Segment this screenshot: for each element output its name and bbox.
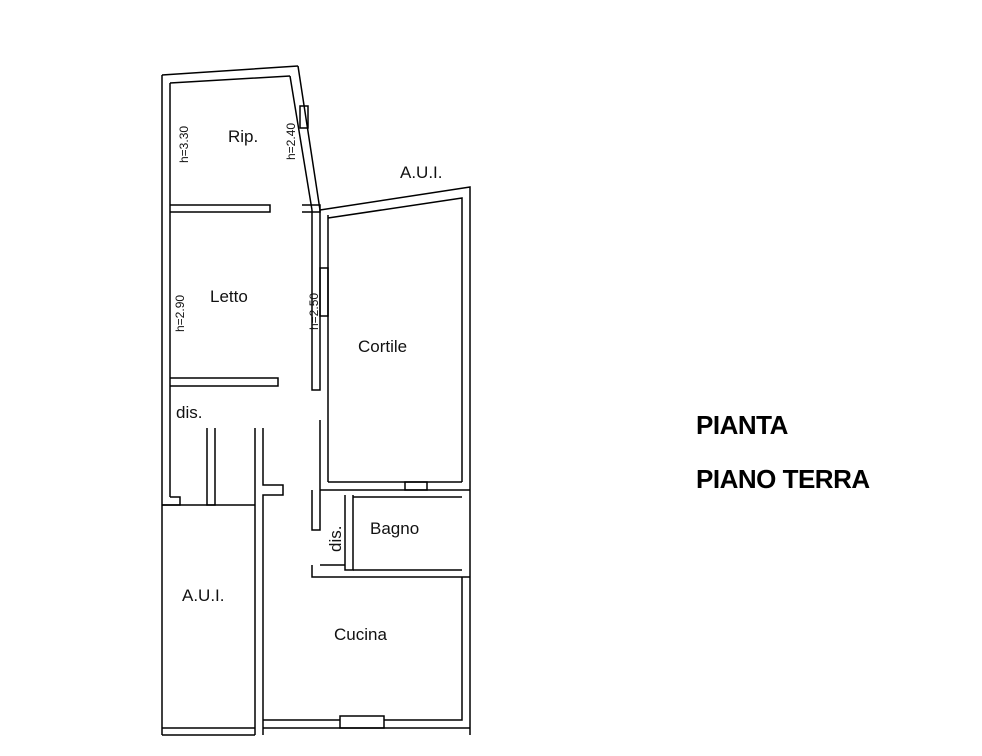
height-rip-right: h=2.40: [284, 123, 298, 160]
bagno-bottom-wall: [311, 564, 470, 578]
room-rip-label: Rip.: [228, 127, 258, 146]
room-cortile-label: Cortile: [358, 337, 407, 356]
height-rip-left: h=3.30: [177, 126, 191, 163]
cortile-bottom-wall: [320, 481, 470, 491]
cucina-door: [339, 715, 385, 729]
rip-window: [299, 105, 309, 129]
letto-dis-wall: [170, 377, 279, 387]
room-dis-bagno-label: dis.: [326, 526, 345, 552]
cortile-window: [404, 481, 428, 491]
outer-wall-bottom: [162, 577, 470, 736]
rip-letto-wall-right: [302, 204, 321, 213]
room-letto-label: Letto: [210, 287, 248, 306]
room-aui-bottom-label: A.U.I.: [182, 586, 225, 605]
plan-title-line2: PIANO TERRA: [696, 464, 870, 494]
height-letto-left: h=2.90: [173, 295, 187, 332]
height-letto-right: h=2.50: [307, 293, 321, 330]
cortile-top-wall: [319, 186, 471, 735]
dis-bagno-left: [311, 490, 321, 531]
outer-wall-left: [161, 75, 171, 735]
dis-left-wall-a: [206, 428, 216, 506]
walls: [161, 65, 471, 736]
room-cucina-label: Cucina: [334, 625, 387, 644]
plan-title-line1: PIANTA: [696, 410, 788, 440]
rip-letto-wall: [170, 204, 271, 213]
rip-slanted-wall: [289, 65, 321, 211]
corridor-left-wall: [254, 428, 284, 735]
outer-wall-top: [161, 65, 299, 84]
room-dis-left-label: dis.: [176, 403, 202, 422]
dis-bagno-mid: [344, 495, 354, 571]
cortile-left-wall: [319, 215, 329, 490]
dis-left-wall-b: [162, 496, 181, 506]
room-bagno-label: Bagno: [370, 519, 419, 538]
letto-window: [319, 267, 329, 317]
room-aui-top-label: A.U.I.: [400, 163, 443, 182]
